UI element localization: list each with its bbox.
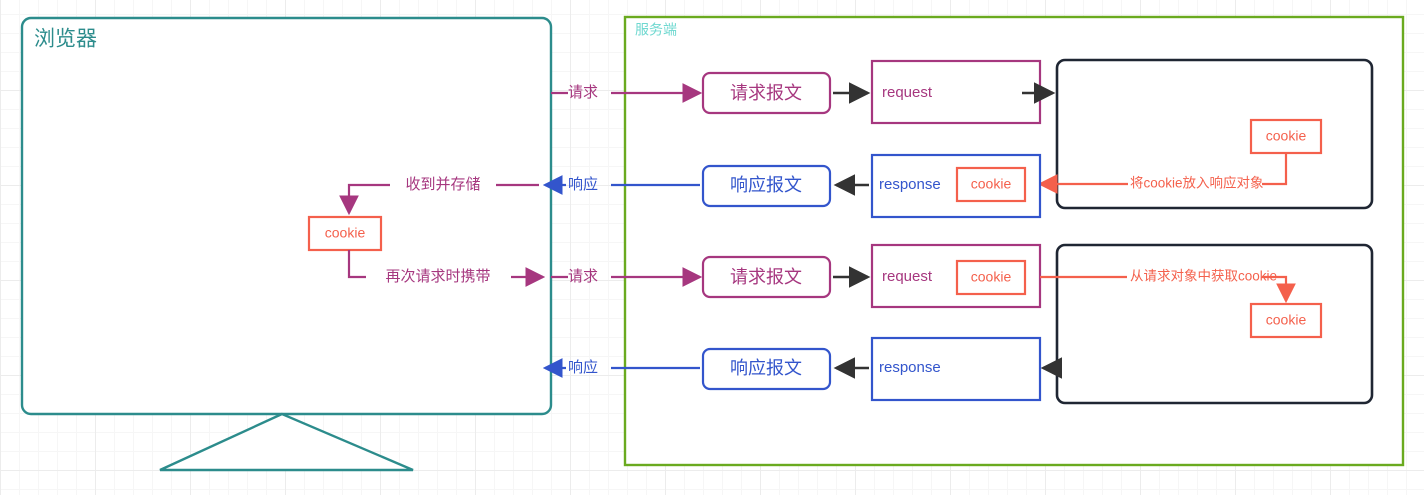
browser-title: 浏览器 (34, 28, 97, 51)
carry-label-bg (366, 268, 511, 287)
request-1-object-label: request (882, 84, 933, 101)
request-2-message-label: 请求报文 (730, 267, 802, 287)
response-2-message-label: 响应报文 (730, 358, 802, 378)
response-cookie-source-label: cookie (1266, 128, 1307, 144)
response-2-message-box[interactable] (701, 347, 832, 391)
response-1-channel-label: 响应 (568, 175, 598, 193)
response-2-object-box[interactable] (870, 336, 1042, 402)
store-label-bg (390, 175, 496, 194)
request-2-object-cookie-box[interactable] (955, 259, 1027, 296)
monitor-stand-icon (159, 412, 414, 472)
request-cookie-target-label: cookie (1266, 312, 1307, 328)
row-request-2: 请求 请求报文 request cookie (551, 243, 1042, 309)
response-1-object-label: response (879, 176, 941, 193)
request-note-elbow (1262, 275, 1296, 304)
request-1-message-label: 请求报文 (730, 83, 802, 103)
row-response-2: response 响应报文 响应 (542, 336, 1063, 402)
browser-cookie-box[interactable] (307, 215, 383, 252)
response-note-label: 将cookie放入响应对象 (1130, 175, 1264, 191)
response-note-elbow (1262, 153, 1288, 186)
response-1-object-cookie-box[interactable] (955, 166, 1027, 203)
request-note-label: 从请求对象中获取cookie (1130, 269, 1277, 284)
request-2-message-box[interactable] (701, 255, 832, 299)
server-app-box-2: 从请求对象中获取cookie cookie (1040, 243, 1374, 405)
response-2-object-label: response (879, 359, 941, 376)
browser-cookie-flow: 收到并存储 cookie 再次请求时携带 (307, 175, 546, 287)
request-cookie-target-box[interactable] (1249, 302, 1323, 339)
request-1-message-box[interactable] (701, 71, 832, 115)
browser-cookie-label: cookie (325, 225, 366, 241)
row-request-1: 请求 请求报文 request (551, 59, 1056, 125)
server-app-box-1: cookie 将cookie放入响应对象 (1037, 58, 1374, 210)
request-2-object-label: request (882, 268, 933, 285)
row-response-1: response cookie 响应报文 响应 (542, 153, 1042, 219)
server-title: 服务端 (635, 22, 677, 38)
store-cookie-label: 收到并存储 (405, 176, 480, 193)
server-app-outline-1[interactable] (1055, 58, 1374, 210)
browser-container: 浏览器 (20, 16, 553, 472)
carry-cookie-label: 再次请求时携带 (385, 268, 490, 285)
request-1-channel-label: 请求 (568, 84, 598, 101)
response-1-message-label: 响应报文 (730, 175, 802, 195)
request-2-object-cookie-label: cookie (971, 269, 1012, 285)
request-2-channel-label: 请求 (568, 268, 598, 285)
response-1-message-box[interactable] (701, 164, 832, 208)
response-1-object-cookie-label: cookie (971, 176, 1012, 192)
browser-screen-outline (20, 16, 553, 416)
request-1-object-box[interactable] (870, 59, 1042, 125)
response-2-channel-label: 响应 (568, 358, 598, 376)
